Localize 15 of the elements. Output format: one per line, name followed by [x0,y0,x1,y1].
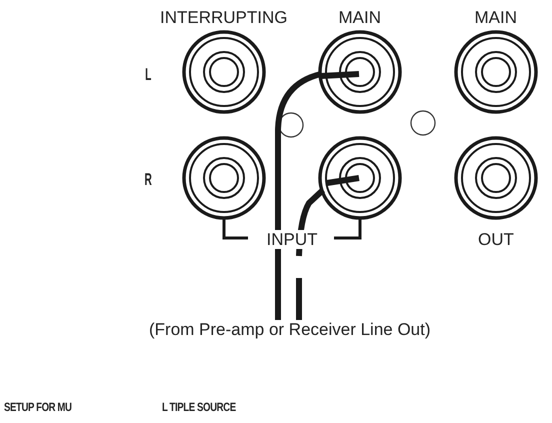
rca-jack-drawing [183,31,265,113]
channel-label: R [144,171,152,188]
caption: (From Pre-amp or Receiver Line Out) [149,321,431,338]
rca-jack-drawing [455,31,537,113]
column-heading: MAIN [338,9,381,26]
channel-label: L [145,66,152,83]
audio-cable [296,188,326,320]
rca-jack-drawing [319,31,401,113]
rca-jack-drawing [183,137,265,219]
footer-text: L TIPLE SOURCE [162,401,236,413]
column-heading: INTERRUPTING [160,9,288,26]
column-heading: MAIN [474,9,517,26]
rca-jack-drawing [455,137,537,219]
footer-text: SETUP FOR MU [4,401,72,413]
rca-jack-drawing [319,137,401,219]
